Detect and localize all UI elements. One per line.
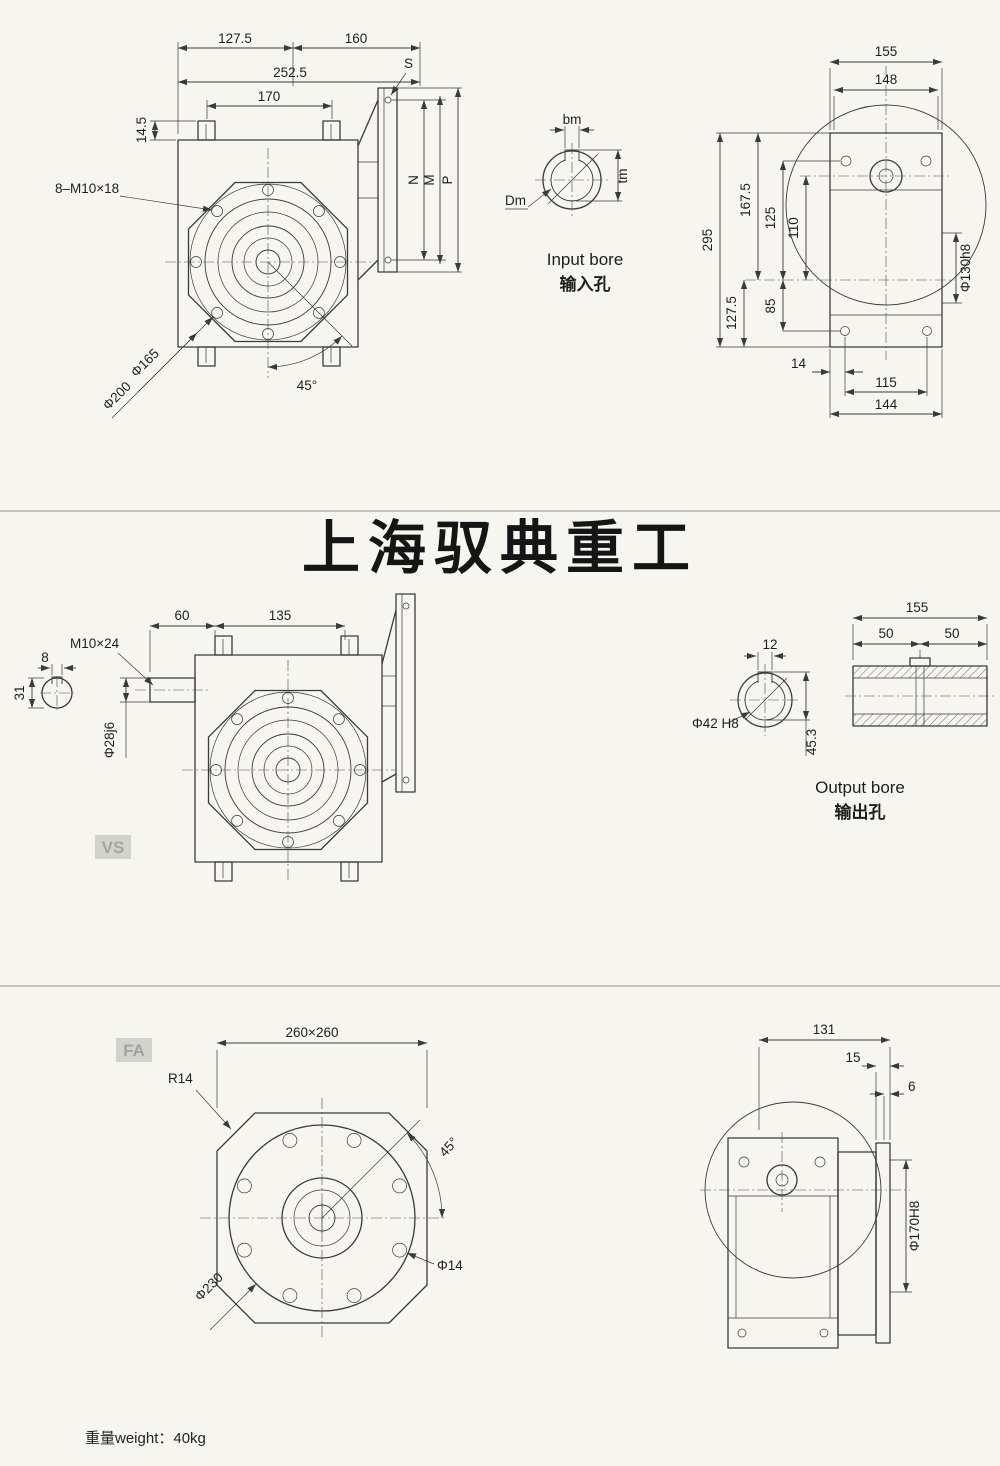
weight-note: 重量weight：40kg <box>85 1430 206 1447</box>
dim-252-5: 252.5 <box>273 65 307 80</box>
output-bore-view: 12 Φ42 H8 45.3 155 50 50 Output bore 输出孔 <box>692 600 995 822</box>
dim-127-5-side: 127.5 <box>724 296 739 330</box>
dim-155: 155 <box>875 44 898 59</box>
output-bore-title-zh: 输出孔 <box>835 802 886 822</box>
dim-8: 8 <box>41 650 49 665</box>
dim-85: 85 <box>763 298 778 313</box>
dim-phi130: Φ130h8 <box>958 244 973 292</box>
dim-135: 135 <box>269 608 292 623</box>
fa-side-view: 131 15 6 Φ170H8 <box>700 1022 922 1349</box>
dim-tm: tm <box>615 169 630 184</box>
dim-m10x24: M10×24 <box>70 636 120 651</box>
dim-170: 170 <box>258 89 281 104</box>
output-bore-title-en: Output bore <box>815 778 905 797</box>
dim-260x260: 260×260 <box>286 1025 339 1040</box>
input-flange-plate <box>377 87 398 273</box>
dim-phi14: Φ14 <box>437 1258 463 1273</box>
vs-view: VS <box>12 593 416 882</box>
dim-phi165: Φ165 <box>128 346 162 380</box>
output-shaft-section <box>845 614 995 727</box>
dim-phi170: Φ170H8 <box>907 1201 922 1252</box>
dim-phi28: Φ28j6 <box>102 722 117 758</box>
dim-45deg-fa: 45° <box>436 1134 461 1159</box>
dim-125: 125 <box>763 207 778 230</box>
dim-144: 144 <box>875 397 898 412</box>
dim-127-5: 127.5 <box>218 31 252 46</box>
dim-60: 60 <box>174 608 189 623</box>
dim-r14: R14 <box>168 1071 193 1086</box>
dim-phi42: Φ42 H8 <box>692 716 739 731</box>
fa-tag: FA <box>123 1041 145 1060</box>
dim-131: 131 <box>813 1022 836 1037</box>
front-view: 127.5 160 252.5 170 14.5 8–M10×18 Φ165 Φ… <box>55 31 462 419</box>
output-spigot-block <box>837 1151 877 1336</box>
bolt-callout: 8–M10×18 <box>55 181 119 196</box>
input-bore-title-zh: 输入孔 <box>560 274 611 294</box>
fa-flange-outline <box>216 1112 428 1324</box>
dim-110: 110 <box>786 217 801 239</box>
label-m: M <box>422 174 437 185</box>
dim-31: 31 <box>12 685 27 700</box>
label-s: S <box>404 56 413 71</box>
vs-tag: VS <box>102 838 125 857</box>
dim-phi200: Φ200 <box>100 379 134 413</box>
dim-phi230: Φ230 <box>192 1270 226 1304</box>
housing-outline-vs <box>194 654 383 863</box>
dim-14-5: 14.5 <box>134 117 149 143</box>
dim-115: 115 <box>875 375 897 390</box>
input-bore-view: bm tm Dm Input bore 输入孔 <box>505 112 630 294</box>
dim-155-output: 155 <box>906 600 929 615</box>
dim-12: 12 <box>762 637 777 652</box>
dim-148: 148 <box>875 72 898 87</box>
dim-50b: 50 <box>944 626 959 641</box>
dim-167-5: 167.5 <box>738 183 753 217</box>
fa-view: FA 260×260 R14 45° Φ14 Φ230 <box>116 1025 463 1340</box>
body-outline-fa <box>727 1137 839 1349</box>
dim-295: 295 <box>700 229 715 252</box>
dim-50a: 50 <box>878 626 893 641</box>
fa-tag-box <box>116 1038 152 1062</box>
dim-45-3: 45.3 <box>804 729 819 755</box>
input-flange-plate-vs <box>395 593 416 793</box>
dim-6: 6 <box>908 1079 916 1094</box>
output-flange-plate <box>875 1142 891 1344</box>
dim-bm: bm <box>563 112 582 127</box>
side-view-top: 155 148 295 167.5 127.5 125 85 110 Φ130h… <box>700 44 987 418</box>
dim-14: 14 <box>791 356 807 371</box>
vs-tag-box <box>95 835 131 859</box>
dim-dm: Dm <box>505 193 526 208</box>
dim-160: 160 <box>345 31 368 46</box>
label-p: P <box>440 175 455 184</box>
section-dividers <box>0 510 1000 987</box>
dim-45deg: 45° <box>297 378 317 393</box>
label-n: N <box>406 175 421 185</box>
dim-15: 15 <box>845 1050 860 1065</box>
watermark-title: 上海驭典重工 <box>302 514 698 582</box>
input-bore-title-en: Input bore <box>547 250 624 269</box>
